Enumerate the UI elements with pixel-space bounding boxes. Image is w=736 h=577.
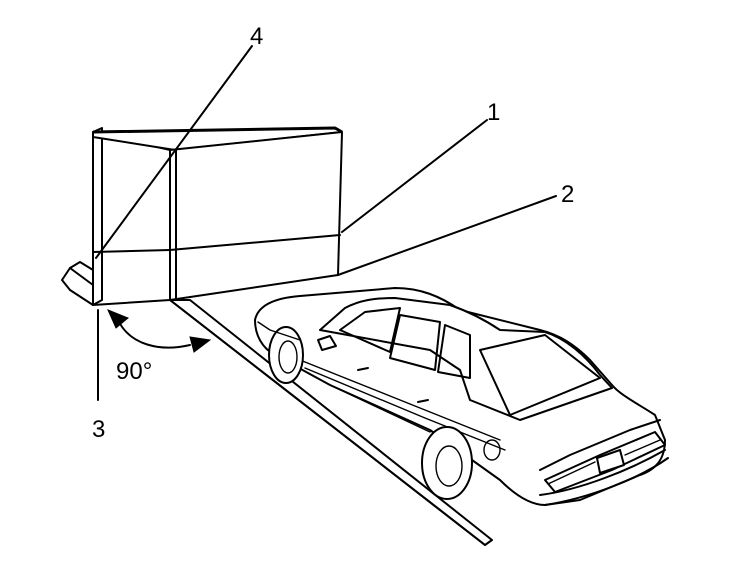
floor-reference-line — [169, 299, 493, 546]
leader-line-1 — [341, 119, 488, 233]
side-wall-board — [61, 127, 171, 306]
leader-line-2 — [337, 195, 557, 276]
leader-lines — [95, 45, 557, 401]
callout-3: 3 — [92, 416, 106, 443]
angle-label: 90° — [116, 358, 153, 385]
car-illustration — [254, 287, 669, 506]
callout-2: 2 — [561, 181, 575, 208]
right-angle-marker — [107, 309, 212, 353]
leader-line-4 — [95, 45, 253, 259]
callout-1: 1 — [487, 99, 501, 126]
main-wall-board — [92, 126, 343, 301]
callout-4: 4 — [250, 23, 264, 50]
